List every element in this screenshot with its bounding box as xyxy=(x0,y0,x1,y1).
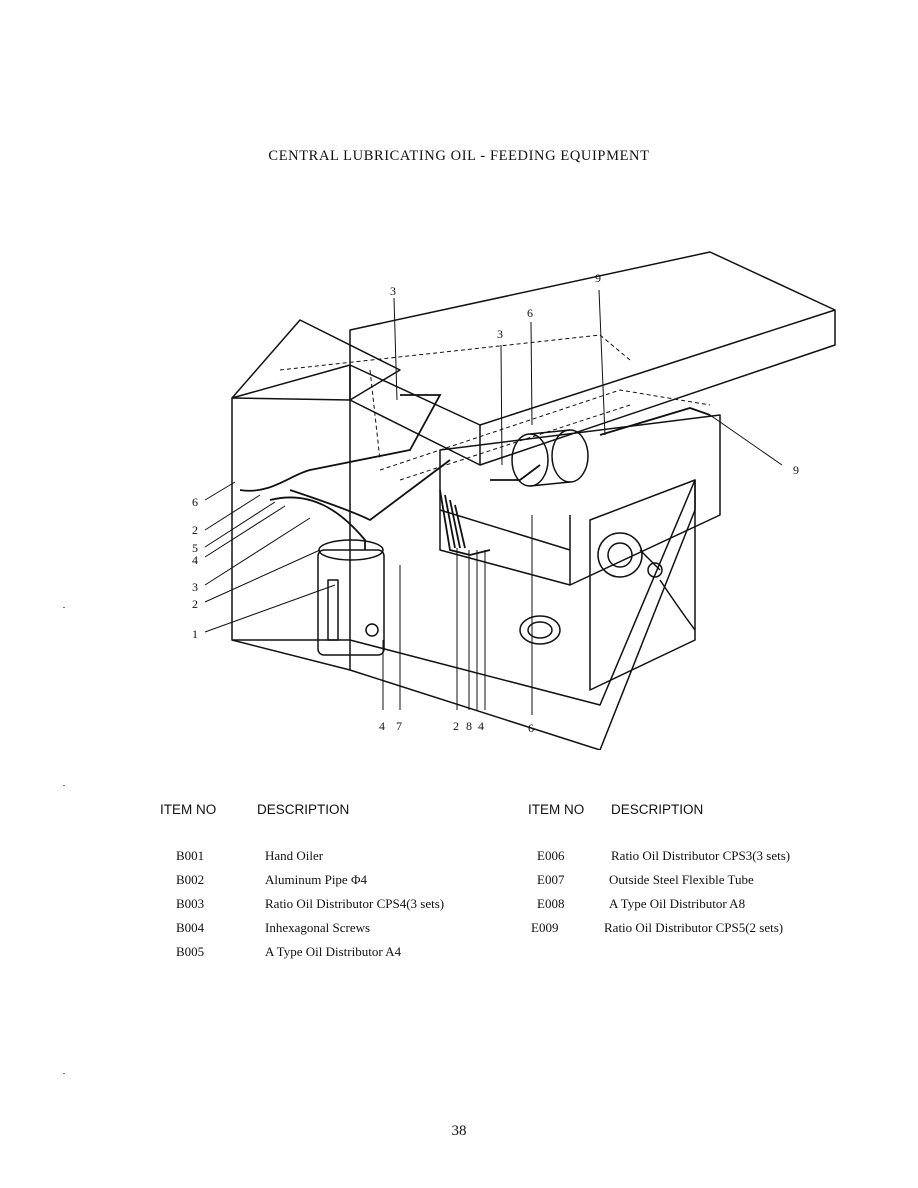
callout-4-bottom-right: 4 xyxy=(478,719,484,733)
table-row-desc: Outside Steel Flexible Tube xyxy=(609,872,754,887)
table-row-item: B005 xyxy=(176,944,205,959)
table-row-item: E009 xyxy=(531,920,559,935)
table-row-item: B003 xyxy=(176,896,205,911)
leader-lines xyxy=(204,289,783,715)
oil-pipes xyxy=(239,394,711,556)
page-title: CENTRAL LUBRICATING OIL - FEEDING EQUIPM… xyxy=(268,148,650,164)
callout-3-mid: 3 xyxy=(497,327,503,341)
callout-5-left: 5 xyxy=(192,541,198,555)
scan-speck xyxy=(63,785,65,786)
table-row-item: B004 xyxy=(176,920,205,935)
callout-4-bottom: 4 xyxy=(379,719,385,733)
callout-1-left: 1 xyxy=(192,627,198,641)
gearbox xyxy=(589,479,696,691)
table-row-desc: Hand Oiler xyxy=(265,848,324,863)
table-row-desc: A Type Oil Distributor A4 xyxy=(265,944,402,959)
callout-6-top: 6 xyxy=(527,306,533,320)
table-row-desc: Aluminum Pipe Φ4 xyxy=(265,872,367,887)
table-row-item: E008 xyxy=(537,896,565,911)
callout-4-left: 4 xyxy=(192,553,198,567)
callout-2-left-lower: 2 xyxy=(192,597,198,611)
callout-8-bottom: 8 xyxy=(466,719,472,733)
right-header-desc: DESCRIPTION xyxy=(611,802,704,817)
motor xyxy=(511,433,549,487)
page-number: 38 xyxy=(451,1123,467,1139)
left-header-item: ITEM NO xyxy=(160,802,217,817)
callout-2-left: 2 xyxy=(192,523,198,537)
callout-9-top: 9 xyxy=(595,271,601,285)
scan-speck xyxy=(63,607,65,608)
lubrication-diagram: 3 3 6 9 9 6 2 5 4 3 2 1 4 7 2 8 4 6 xyxy=(192,251,836,750)
callout-6-bottom: 6 xyxy=(528,721,534,735)
callout-9-right: 9 xyxy=(793,463,799,477)
left-header-desc: DESCRIPTION xyxy=(257,802,350,817)
table-row-desc: Ratio Oil Distributor CPS5(2 sets) xyxy=(604,920,784,935)
table-row-item: B001 xyxy=(176,848,205,863)
table-row-desc: A Type Oil Distributor A8 xyxy=(609,896,746,911)
callout-3-top: 3 xyxy=(390,284,396,298)
right-header-item: ITEM NO xyxy=(528,802,585,817)
callout-2-bottom: 2 xyxy=(453,719,459,733)
table-row-item: E006 xyxy=(537,848,565,863)
scan-speck xyxy=(63,1073,65,1074)
callout-labels: 3 3 6 9 9 6 2 5 4 3 2 1 4 7 2 8 4 6 xyxy=(192,271,799,735)
oil-tank xyxy=(317,549,385,656)
table-row-desc: Inhexagonal Screws xyxy=(265,920,371,935)
callout-6-left: 6 xyxy=(192,495,198,509)
callout-7-bottom: 7 xyxy=(396,719,402,733)
callout-3-left: 3 xyxy=(192,580,198,594)
table-row-desc: Ratio Oil Distributor CPS3(3 sets) xyxy=(611,848,791,863)
table-row-item: B002 xyxy=(176,872,205,887)
saddle xyxy=(439,414,721,586)
machine-drawing xyxy=(231,251,836,750)
table-row-desc: Ratio Oil Distributor CPS4(3 sets) xyxy=(265,896,445,911)
worktable xyxy=(349,251,836,466)
column-body xyxy=(231,364,351,641)
table-row-item: E007 xyxy=(537,872,565,887)
